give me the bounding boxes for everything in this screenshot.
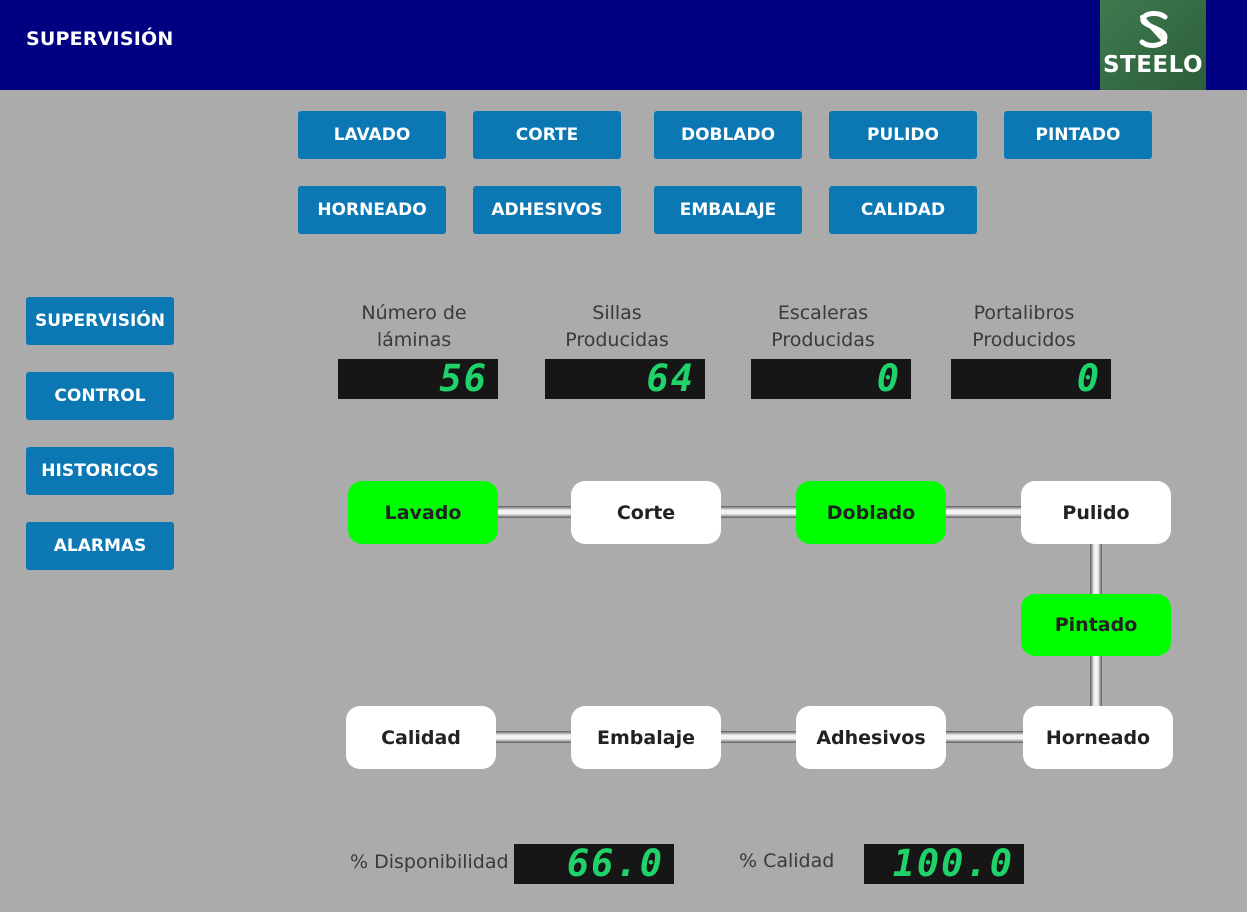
nav-adhesivos-button[interactable]: ADHESIVOS xyxy=(473,186,621,234)
counter-portalibros-label: Portalibros Producidos xyxy=(929,300,1119,354)
side-historicos-button[interactable]: HISTORICOS xyxy=(26,447,174,495)
station-doblado: Doblado xyxy=(796,481,946,544)
nav-doblado-button[interactable]: DOBLADO xyxy=(654,111,802,159)
counter-laminas-label-line1: Número de xyxy=(361,302,467,324)
pipe-adhesivos-embalaje xyxy=(718,731,798,743)
station-pintado: Pintado xyxy=(1021,594,1171,656)
pipe-pintado-horneado xyxy=(1090,654,1102,708)
counter-sillas-label-line1: Sillas xyxy=(592,302,642,324)
station-embalaje: Embalaje xyxy=(571,706,721,769)
counter-escaleras-label-line1: Escaleras xyxy=(777,302,869,324)
nav-corte-button[interactable]: CORTE xyxy=(473,111,621,159)
counter-laminas-label: Número de láminas xyxy=(319,300,509,354)
station-corte: Corte xyxy=(571,481,721,544)
logo-text: STEELO xyxy=(1102,52,1204,78)
counter-portalibros-display: 0 xyxy=(951,359,1111,399)
header-bar: SUPERVISIÓN STEELO xyxy=(0,0,1247,90)
page-title: SUPERVISIÓN xyxy=(26,28,174,50)
counter-escaleras-label: Escaleras Producidas xyxy=(728,300,918,354)
nav-calidad-button[interactable]: CALIDAD xyxy=(829,186,977,234)
pipe-horneado-adhesivos xyxy=(943,731,1025,743)
steelo-logo: STEELO xyxy=(1100,0,1206,90)
counter-portalibros-label-line1: Portalibros xyxy=(973,302,1075,324)
availability-label: % Disponibilidad xyxy=(350,851,509,873)
steelo-s-icon xyxy=(1139,11,1168,48)
counter-laminas-label-line2: láminas xyxy=(376,329,452,351)
station-pulido: Pulido xyxy=(1021,481,1171,544)
nav-pulido-button[interactable]: PULIDO xyxy=(829,111,977,159)
counter-laminas-display: 56 xyxy=(338,359,498,399)
side-supervision-button[interactable]: SUPERVISIÓN xyxy=(26,297,174,345)
pipe-corte-doblado xyxy=(718,506,798,518)
side-control-button[interactable]: CONTROL xyxy=(26,372,174,420)
quality-label: % Calidad xyxy=(739,850,835,872)
counter-sillas-label-line2: Producidas xyxy=(565,329,669,351)
pipe-doblado-pulido xyxy=(943,506,1023,518)
pipe-pulido-pintado xyxy=(1090,542,1102,596)
nav-embalaje-button[interactable]: EMBALAJE xyxy=(654,186,802,234)
nav-horneado-button[interactable]: HORNEADO xyxy=(298,186,446,234)
counter-portalibros-label-line2: Producidos xyxy=(972,329,1076,351)
counter-escaleras-display: 0 xyxy=(751,359,911,399)
counter-escaleras-label-line2: Producidas xyxy=(771,329,875,351)
nav-lavado-button[interactable]: LAVADO xyxy=(298,111,446,159)
pipe-lavado-corte xyxy=(495,506,575,518)
station-calidad: Calidad xyxy=(346,706,496,769)
availability-display: 66.0 xyxy=(514,844,674,884)
counter-sillas-display: 64 xyxy=(545,359,705,399)
station-horneado: Horneado xyxy=(1023,706,1173,769)
side-alarmas-button[interactable]: ALARMAS xyxy=(26,522,174,570)
station-adhesivos: Adhesivos xyxy=(796,706,946,769)
quality-display: 100.0 xyxy=(864,844,1024,884)
nav-pintado-button[interactable]: PINTADO xyxy=(1004,111,1152,159)
counter-sillas-label: Sillas Producidas xyxy=(522,300,712,354)
station-lavado: Lavado xyxy=(348,481,498,544)
pipe-embalaje-calidad xyxy=(493,731,573,743)
